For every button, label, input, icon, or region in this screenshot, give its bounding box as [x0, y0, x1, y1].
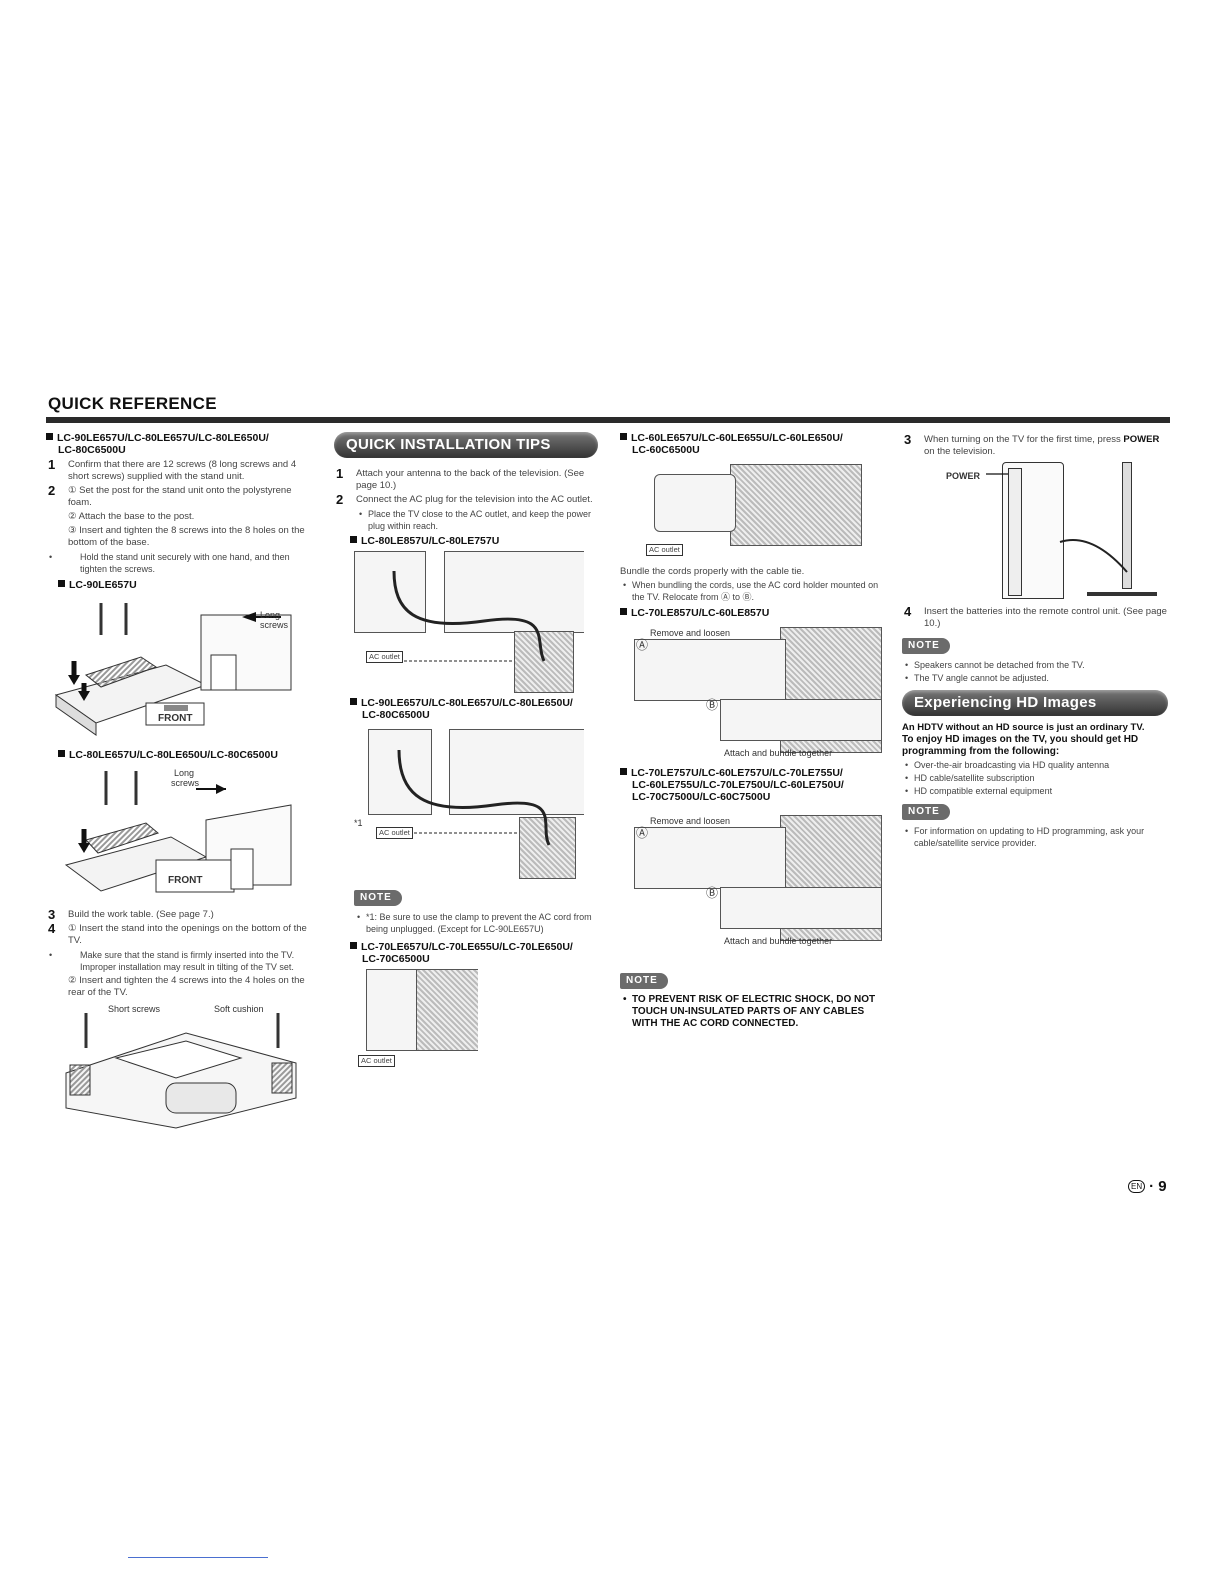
tv-side-buttons — [1008, 468, 1022, 596]
cable-illustration-b — [397, 749, 551, 846]
mark-a: Ⓐ — [636, 826, 649, 840]
square-bullet-icon — [46, 433, 53, 440]
hd-intro: An HDTV without an HD source is just an … — [902, 722, 1145, 733]
tv-rear-figure: Short screws Soft cushion — [46, 1003, 314, 1133]
model-heading-a: LC-60LE657U/LC-60LE655U/LC-60LE650U/LC-6… — [620, 432, 886, 456]
step-2b: ② Attach the base to the post. — [68, 511, 195, 522]
ac-figure-a: AC outlet — [354, 551, 584, 693]
attach-bundle-label: Attach and bundle together — [724, 748, 833, 758]
bundle-bullet: When bundling the cords, use the AC cord… — [620, 579, 886, 603]
ac-figure-c: AC outlet — [358, 969, 478, 1069]
hd-bullet-2: HD cable/satellite subscription — [902, 772, 1168, 784]
hd-bullet-3: HD compatible external equipment — [902, 785, 1168, 797]
short-screws-label: Short screws — [108, 1004, 161, 1014]
section-divider — [46, 417, 1170, 423]
hd-bullet-1: Over-the-air broadcasting via HD quality… — [902, 759, 1168, 771]
long-label: Long — [174, 768, 195, 778]
note-badge-2: NOTE — [902, 804, 950, 820]
hd-note: For information on updating to HD progra… — [902, 825, 1168, 849]
note-badge: NOTE — [354, 890, 402, 906]
model-heading-a: LC-80LE857U/LC-80LE757U — [350, 535, 600, 547]
note-badge: NOTE — [902, 638, 950, 654]
cable-tie-figure: AC outlet — [644, 460, 864, 562]
screws-label: screws — [260, 620, 289, 630]
hd-instruction: To enjoy HD images on the TV, you should… — [902, 734, 1139, 757]
quick-installation-tips-badge: QUICK INSTALLATION TIPS — [334, 432, 598, 458]
sub-model-heading-1: LC-90LE657U — [58, 579, 314, 591]
model-heading-b: LC-90LE657U/LC-80LE657U/LC-80LE650U/LC-8… — [350, 697, 600, 721]
remove-loosen-label: Remove and loosen — [650, 816, 731, 826]
relocate-figure-2: Remove and loosen Ⓐ Ⓑ Attach and bundle … — [620, 811, 882, 957]
power-button-figure: POWER — [942, 462, 1162, 602]
note-bullet: *1: Be sure to use the clamp to prevent … — [354, 911, 600, 935]
experiencing-hd-images-badge: Experiencing HD Images — [902, 690, 1168, 716]
step-4-bullet: Make sure that the stand is firmly inser… — [46, 949, 314, 973]
stand-figure-2: Long screws FRONT — [46, 765, 314, 905]
ac-outlet-label: AC outlet — [376, 827, 413, 839]
model-heading: LC-90LE657U/LC-80LE657U/LC-80LE650U/LC-8… — [46, 432, 314, 456]
language-badge: EN — [1128, 1180, 1146, 1193]
note-badge: NOTE — [620, 973, 668, 989]
ac-outlet-label: AC outlet — [358, 1055, 395, 1067]
column-stand-assembly: LC-90LE657U/LC-80LE657U/LC-80LE650U/LC-8… — [46, 432, 314, 1137]
stand-figure-1: Long screws FRONT — [46, 595, 314, 743]
ac-figure-b: *1 AC outlet — [354, 725, 584, 880]
relocate-figure-1: Remove and loosen Ⓐ Ⓑ Attach and bundle … — [620, 623, 882, 763]
footer-rule — [128, 1557, 268, 1558]
mark-a: Ⓐ — [636, 638, 649, 652]
section-title: QUICK REFERENCE — [48, 394, 217, 413]
model-heading-c: LC-70LE757U/LC-60LE757U/LC-70LE755U/LC-6… — [620, 767, 886, 803]
warning-text: TO PREVENT RISK OF ELECTRIC SHOCK, DO NO… — [620, 994, 886, 1030]
soft-cushion-label: Soft cushion — [214, 1004, 264, 1014]
screws-label: screws — [171, 778, 200, 788]
column-cable-bundle: LC-60LE657U/LC-60LE655U/LC-60LE650U/LC-6… — [620, 432, 886, 1031]
model-heading-c: LC-70LE657U/LC-70LE655U/LC-70LE650U/LC-7… — [350, 941, 600, 965]
cable-illustration — [392, 570, 546, 662]
tv-stand-attach-illustration — [65, 1013, 297, 1129]
front-label: FRONT — [158, 713, 193, 724]
ac-outlet-label: AC outlet — [646, 544, 683, 556]
footnote-mark: *1 — [354, 818, 363, 828]
stand-assembly-illustration-2 — [64, 771, 292, 893]
step-2-bullet: Place the TV close to the AC outlet, and… — [356, 508, 600, 532]
power-label: POWER — [946, 471, 981, 481]
stand-assembly-illustration — [54, 603, 292, 736]
step-2-bullet: Hold the stand unit securely with one ha… — [46, 551, 314, 575]
remove-loosen-label: Remove and loosen — [650, 628, 731, 638]
front-label: FRONT — [168, 875, 203, 886]
mark-b: Ⓑ — [706, 886, 719, 900]
attach-bundle-label: Attach and bundle together — [724, 936, 833, 946]
page-number: EN· 9 — [1128, 1178, 1167, 1195]
note-1: Speakers cannot be detached from the TV. — [902, 659, 1168, 671]
long-label: Long — [260, 610, 281, 620]
step-4b: ② Insert and tighten the 4 screws into t… — [68, 975, 305, 998]
bundle-instruction: Bundle the cords properly with the cable… — [620, 566, 805, 577]
sub-model-heading-2: LC-80LE657U/LC-80LE650U/LC-80C6500U — [58, 749, 314, 761]
step-2c: ③ Insert and tighten the 8 screws into t… — [68, 525, 305, 548]
note-2: The TV angle cannot be adjusted. — [902, 672, 1168, 684]
mark-b: Ⓑ — [706, 698, 719, 712]
model-heading-b: LC-70LE857U/LC-60LE857U — [620, 607, 886, 619]
ac-outlet-label: AC outlet — [366, 651, 403, 663]
